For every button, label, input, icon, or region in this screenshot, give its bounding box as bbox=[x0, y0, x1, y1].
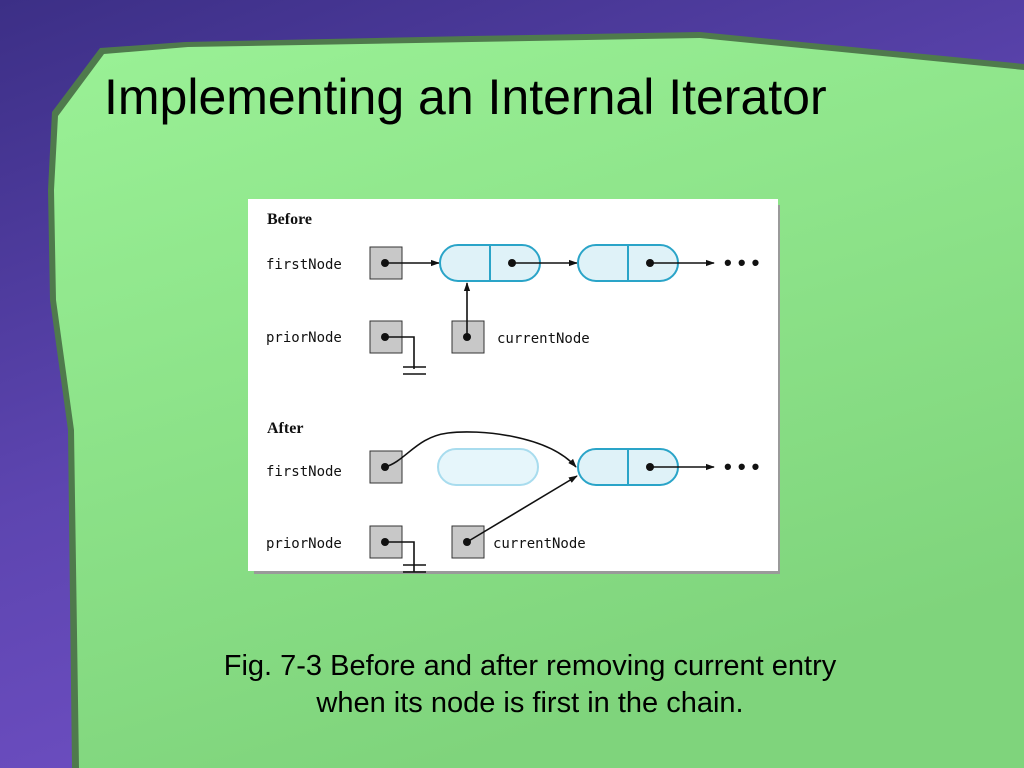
figure-caption: Fig. 7-3 Before and after removing curre… bbox=[130, 648, 930, 722]
after-removed-node bbox=[437, 448, 539, 486]
caption-line-1: Fig. 7-3 Before and after removing curre… bbox=[223, 650, 837, 682]
after-prior-node-label: priorNode bbox=[266, 536, 342, 552]
after-current-node-arrow bbox=[466, 475, 578, 543]
before-node-1 bbox=[439, 244, 541, 282]
slide-title: Implementing an Internal Iterator bbox=[104, 69, 827, 125]
before-prior-node-label: priorNode bbox=[266, 330, 342, 346]
after-null-symbol bbox=[403, 564, 426, 573]
after-first-node-label: firstNode bbox=[266, 464, 342, 480]
after-prior-node-null-line bbox=[385, 541, 415, 572]
before-current-node-label: currentNode bbox=[497, 331, 590, 347]
after-current-node-label: currentNode bbox=[493, 536, 586, 552]
before-ellipsis: • • • bbox=[724, 250, 759, 275]
after-ellipsis: • • • bbox=[724, 454, 759, 479]
before-heading: Before bbox=[267, 211, 312, 228]
after-heading: After bbox=[267, 420, 303, 437]
after-first-node-arrow bbox=[384, 431, 577, 468]
before-first-node-label: firstNode bbox=[266, 257, 342, 273]
before-prior-node-null-line bbox=[385, 336, 415, 369]
linked-chain-figure: Before firstNode • • • priorNode current… bbox=[248, 199, 780, 574]
caption-line-2: when its node is first in the chain. bbox=[316, 687, 744, 719]
before-null-symbol bbox=[403, 366, 426, 375]
